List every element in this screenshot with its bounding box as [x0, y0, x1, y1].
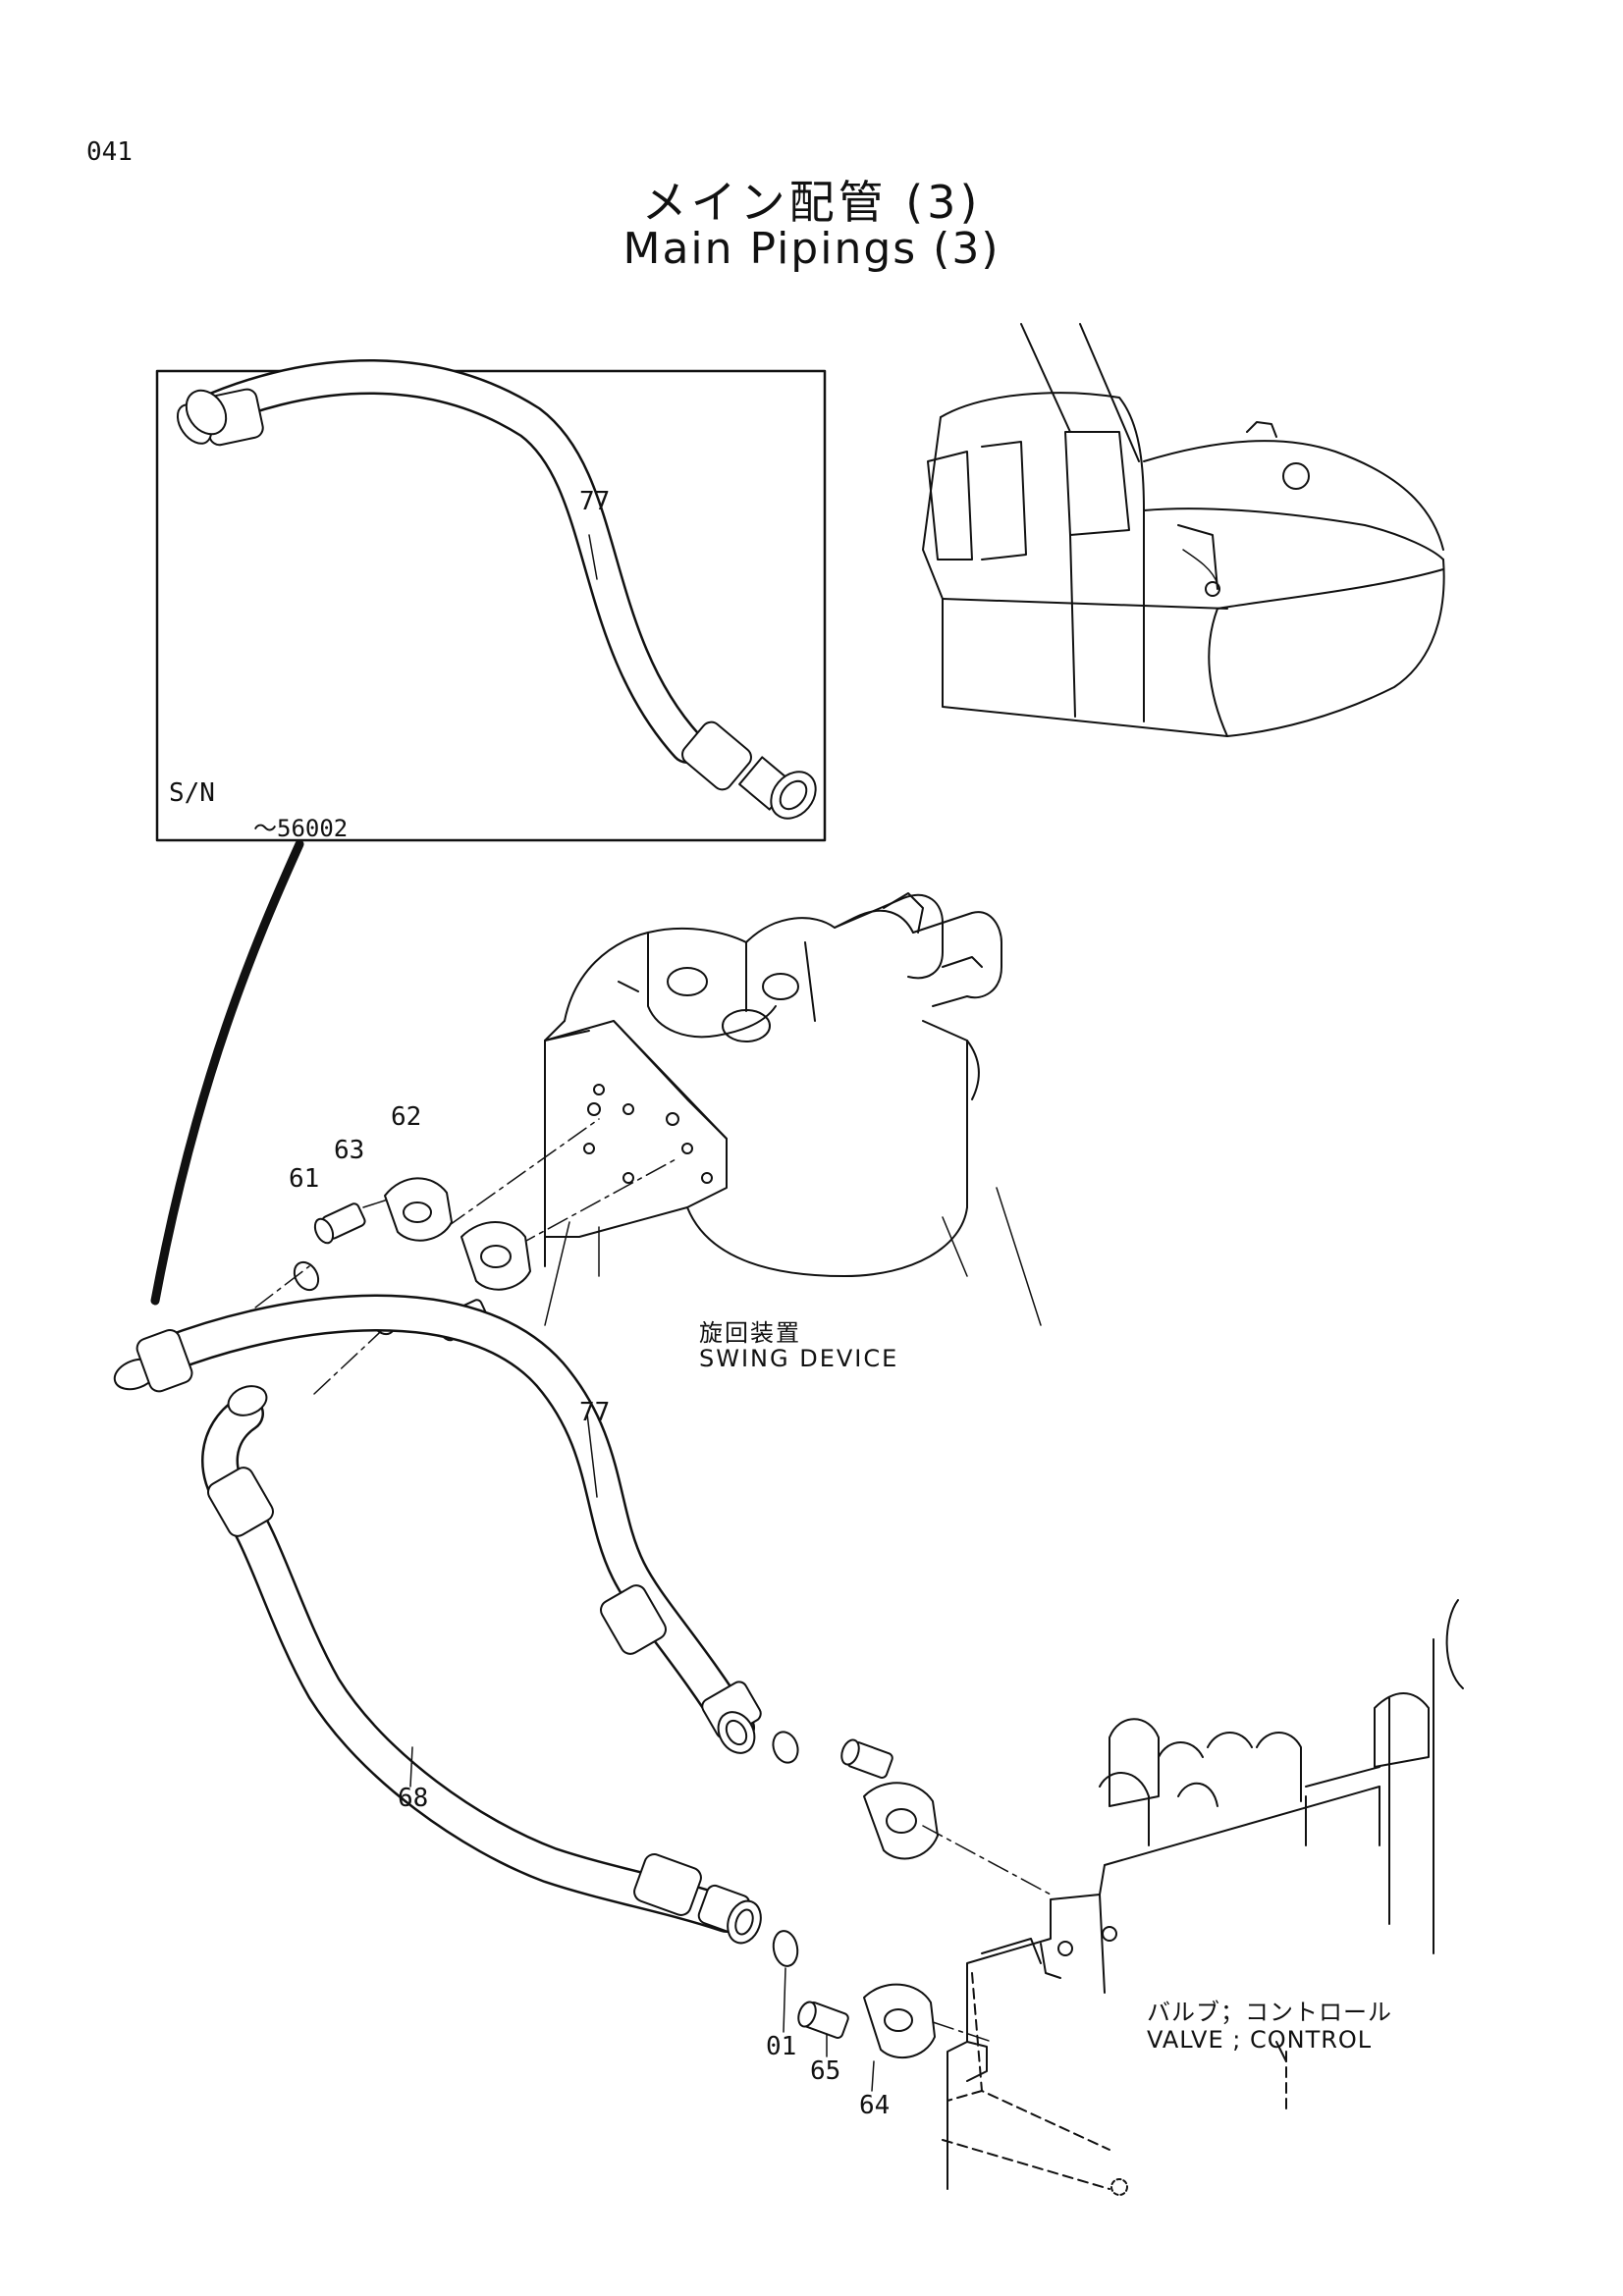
swing-device-label-en: SWING DEVICE	[699, 1345, 899, 1372]
control-valve-label-en: VALVE ; CONTROL	[1147, 2026, 1373, 2054]
inset-leader	[155, 844, 299, 1301]
bolt-valve-upper	[839, 1737, 893, 1779]
serial-number-range: ～56002	[253, 815, 349, 842]
callout-61: 61	[289, 1164, 320, 1194]
callout-68: 68	[398, 1784, 429, 1813]
split-flange-valve-upper	[864, 1783, 938, 1858]
callout-77: 77	[579, 1398, 611, 1427]
valve-centerlines	[923, 1826, 1051, 2042]
split-flange-62	[385, 1178, 530, 1289]
inset-frame	[157, 371, 825, 840]
page-title-english: Main Pipings (3)	[622, 224, 1001, 274]
bolt-65	[795, 2000, 849, 2056]
hose-68	[204, 1381, 766, 1948]
swing-centerlines	[226, 1119, 677, 1394]
callout-64: 64	[859, 2091, 891, 2120]
page-number: 041	[86, 137, 133, 167]
swing-device-label-jp: 旋回装置	[699, 1319, 801, 1347]
bolt-63	[311, 1200, 388, 1246]
control-valve-label-jp: バルブ；コントロール	[1147, 1999, 1392, 2026]
o-ring-lower-first	[769, 1729, 801, 1766]
callout-77-inset: 77	[579, 487, 611, 516]
hose-77	[111, 1313, 764, 1760]
swing-device	[545, 893, 1041, 1325]
o-ring-01	[771, 1929, 800, 1968]
serial-number-label: S/N	[169, 778, 215, 808]
callout-65: 65	[810, 2056, 841, 2086]
callout-62: 62	[391, 1102, 422, 1132]
o-ring-61	[290, 1258, 323, 1295]
callout-01: 01	[766, 2032, 797, 2061]
inset-hose-77	[171, 377, 825, 828]
page-title-japanese: メイン配管 (3)	[641, 176, 982, 229]
split-flange-64	[864, 1985, 935, 2091]
excavator-view	[923, 324, 1444, 736]
control-valve	[943, 1600, 1463, 2195]
callout-63: 63	[334, 1136, 365, 1165]
